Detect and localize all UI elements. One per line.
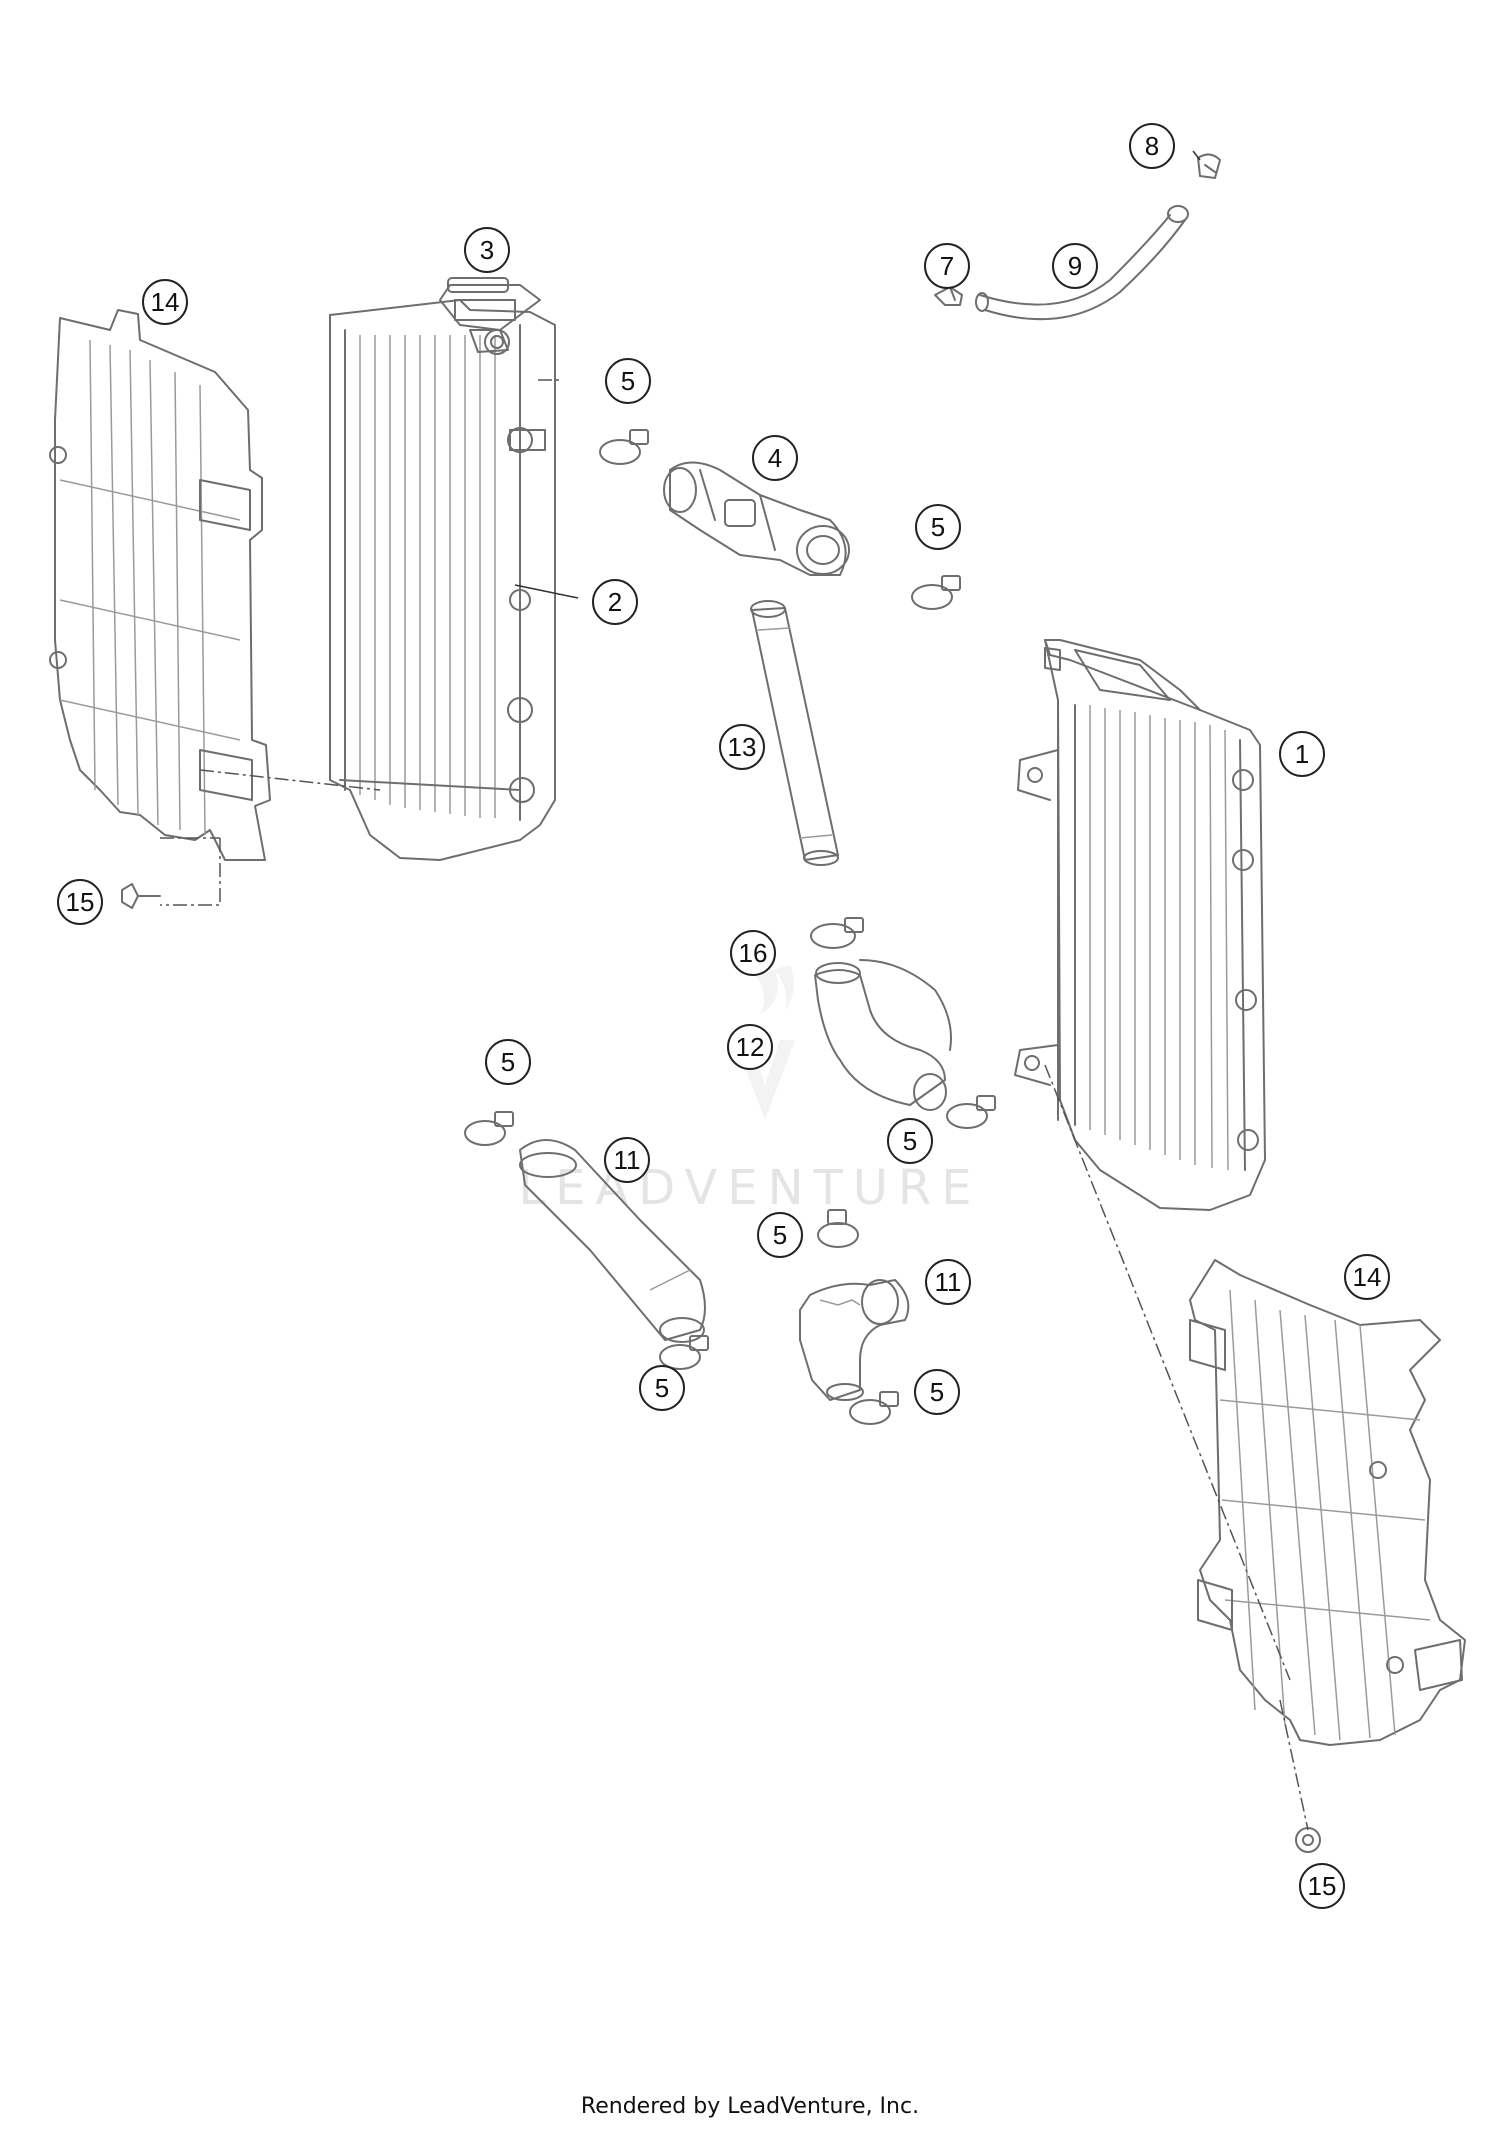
callout-13: 13: [719, 724, 765, 770]
hose-clamp: [464, 1111, 514, 1146]
svg-text:5: 5: [655, 1373, 669, 1403]
callout-5: 5: [485, 1039, 531, 1085]
svg-text:5: 5: [931, 512, 945, 542]
lower-hose-right: [799, 1279, 910, 1401]
alignment-line: [160, 838, 221, 906]
callout-5: 5: [914, 1369, 960, 1415]
svg-text:8: 8: [1145, 131, 1159, 161]
callout-5: 5: [887, 1118, 933, 1164]
callout-14: 14: [1344, 1254, 1390, 1300]
svg-text:14: 14: [1353, 1262, 1382, 1292]
hose-clamp: [849, 1391, 899, 1425]
hose-end-fitting: [1197, 153, 1221, 179]
lower-hose-left: [519, 1139, 706, 1343]
left-radiator: [329, 277, 556, 861]
straight-tube: [750, 600, 839, 866]
callout-2: 2: [592, 579, 638, 625]
hose-clamp: [946, 1095, 996, 1129]
svg-text:4: 4: [768, 443, 782, 473]
right-radiator-guard: [1189, 1259, 1466, 1746]
svg-text:7: 7: [940, 251, 954, 281]
callout-1: 1: [1279, 731, 1325, 777]
callout-9: 9: [1052, 243, 1098, 289]
svg-text:11: 11: [935, 1267, 962, 1297]
svg-text:3: 3: [480, 235, 494, 265]
callout-5: 5: [639, 1365, 685, 1411]
hose-clamp: [599, 429, 649, 465]
callout-8: 8: [1129, 123, 1175, 169]
svg-text:11: 11: [614, 1145, 641, 1175]
hose-clip: [934, 286, 963, 306]
elbow-hose: [814, 959, 952, 1111]
callout-5: 5: [605, 358, 651, 404]
pipe-union: [663, 461, 850, 576]
svg-text:5: 5: [621, 366, 635, 396]
callout-14: 14: [142, 279, 188, 325]
svg-text:5: 5: [501, 1047, 515, 1077]
watermark: LEADVENTURE: [518, 965, 981, 1216]
callout-15: 15: [1299, 1863, 1345, 1909]
hose-clamp: [810, 917, 864, 949]
hose-clamp: [911, 575, 961, 610]
leader-line: [514, 584, 579, 599]
svg-text:12: 12: [736, 1032, 765, 1062]
left-radiator-guard: [49, 309, 271, 861]
alignment-line: [1279, 1699, 1309, 1831]
callout-5: 5: [915, 504, 961, 550]
svg-text:15: 15: [66, 887, 95, 917]
footer-credit: Rendered by LeadVenture, Inc.: [580, 2094, 920, 2119]
callouts: 1 2 3 4 5 5 5 5: [57, 123, 1390, 1909]
svg-text:5: 5: [773, 1220, 787, 1250]
svg-text:5: 5: [903, 1126, 917, 1156]
svg-text:14: 14: [151, 287, 180, 317]
callout-16: 16: [730, 930, 776, 976]
callout-5: 5: [757, 1212, 803, 1258]
svg-text:13: 13: [728, 732, 757, 762]
hose-clamp: [659, 1335, 709, 1370]
callout-3: 3: [464, 227, 510, 273]
screw: [121, 883, 161, 909]
callout-11: 11: [604, 1137, 650, 1183]
svg-text:2: 2: [608, 587, 622, 617]
alignment-line: [199, 769, 381, 791]
callout-11: 11: [925, 1259, 971, 1305]
alignment-line: [1044, 1064, 1291, 1681]
callout-12: 12: [727, 1024, 773, 1070]
svg-text:15: 15: [1308, 1871, 1337, 1901]
small-hose: [975, 205, 1189, 321]
screw: [1295, 1827, 1321, 1853]
callout-7: 7: [924, 243, 970, 289]
leader-line: [1192, 150, 1201, 161]
callout-4: 4: [752, 435, 798, 481]
watermark-text: LEADVENTURE: [518, 1160, 981, 1216]
svg-text:16: 16: [739, 938, 768, 968]
svg-text:9: 9: [1068, 251, 1082, 281]
svg-text:1: 1: [1295, 739, 1309, 769]
hose-clamp: [817, 1209, 859, 1248]
callout-15: 15: [57, 879, 103, 925]
right-radiator: [1014, 639, 1266, 1211]
svg-text:5: 5: [930, 1377, 944, 1407]
